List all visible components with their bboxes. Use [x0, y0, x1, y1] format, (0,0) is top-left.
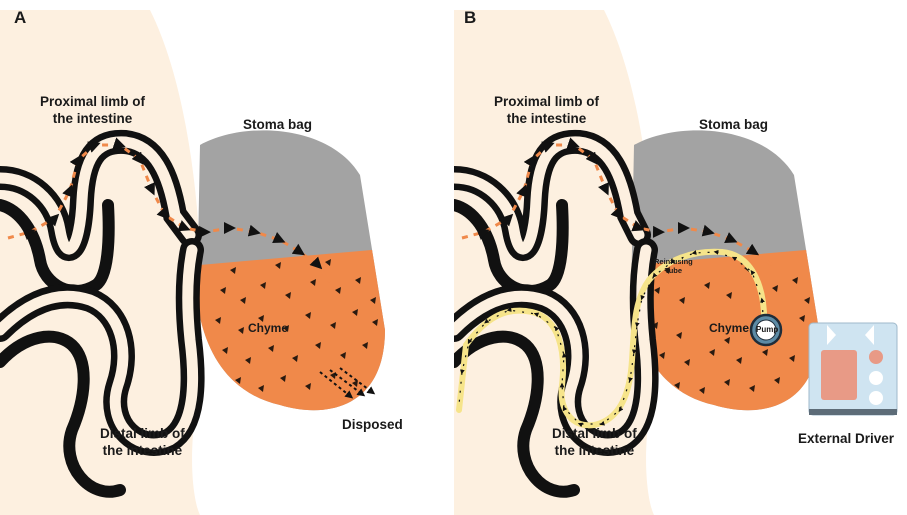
reinfusing-label-line1: Reinfusing [654, 257, 693, 266]
stoma-bag-label: Stoma bag [243, 116, 312, 133]
proximal-limb-label: Proximal limb of the intestine [494, 93, 599, 127]
panel-letter-a: A [14, 8, 26, 28]
external-driver-device [809, 323, 897, 415]
distal-limb-label: Distal limb of the intestine [100, 425, 185, 459]
distal-label-line2: the intestine [552, 442, 637, 459]
reinfusing-tube-label: Reinfusing Tube [654, 257, 693, 275]
reinfusing-label-line2: Tube [654, 266, 693, 275]
proximal-label-line1: Proximal limb of [40, 93, 145, 110]
proximal-label-line2: the intestine [40, 110, 145, 127]
distal-label-line2: the intestine [100, 442, 185, 459]
panel-a: A Proximal limb of the intestine Stoma b… [0, 0, 453, 515]
panel-letter-b: B [464, 8, 476, 28]
proximal-label-line1: Proximal limb of [494, 93, 599, 110]
chyme-label: Chyme [248, 321, 288, 335]
stoma-bag-label: Stoma bag [699, 116, 768, 133]
chyme-label: Chyme [709, 321, 749, 335]
panel-b: B Proximal limb of the intestine Stoma b… [454, 0, 907, 515]
proximal-label-line2: the intestine [494, 110, 599, 127]
external-driver-label: External Driver [798, 430, 894, 447]
distal-label-line1: Distal limb of [552, 425, 637, 442]
pump-label: Pump [756, 325, 778, 334]
disposed-label: Disposed [342, 416, 403, 433]
proximal-limb-label: Proximal limb of the intestine [40, 93, 145, 127]
distal-label-line1: Distal limb of [100, 425, 185, 442]
panel-a-illustration [0, 0, 453, 515]
distal-limb-label: Distal limb of the intestine [552, 425, 637, 459]
